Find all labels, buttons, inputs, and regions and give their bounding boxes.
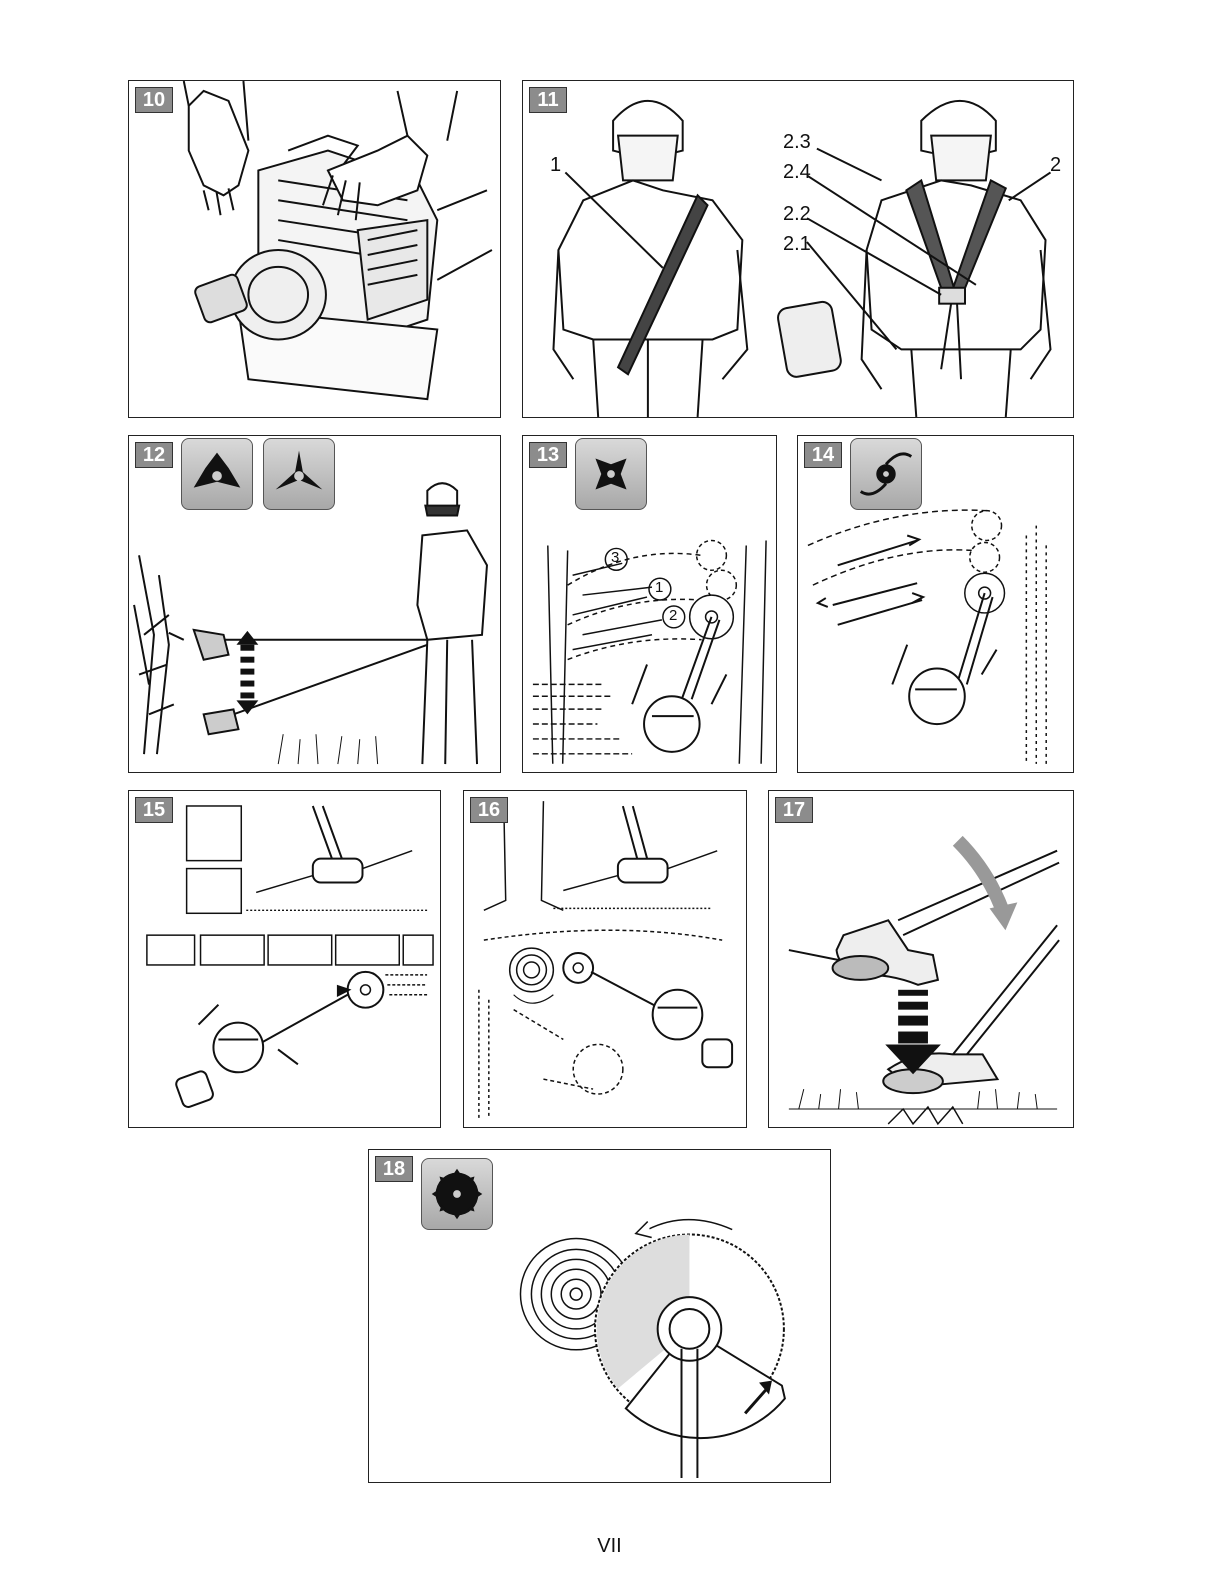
figure-number: 10 — [135, 87, 173, 113]
saw-blade-icon — [421, 1158, 493, 1230]
trimmer-head-illustration — [798, 436, 1073, 772]
callout-label: 2.3 — [783, 131, 811, 154]
callout-label: 1 — [550, 154, 561, 177]
three-tooth-blade-icon — [181, 438, 253, 510]
figure-15: 15 — [128, 790, 441, 1128]
figure-14: 14 — [797, 435, 1074, 773]
engine-handling-illustration — [129, 81, 500, 417]
figure-number: 15 — [135, 797, 173, 823]
trimming-around-tree-illustration — [464, 791, 746, 1127]
figure-number: 12 — [135, 442, 173, 468]
figure-11: 11 1 2.3 2.4 2.2 2.1 2 — [522, 80, 1074, 418]
figure-number: 16 — [470, 797, 508, 823]
step-number: 3 — [611, 549, 619, 566]
figure-16: 16 — [463, 790, 747, 1128]
trimming-near-wall-illustration — [129, 791, 440, 1127]
trimmer-line-head-icon — [850, 438, 922, 510]
callout-label: 2 — [1050, 154, 1061, 177]
figure-13: 13 3 1 2 — [522, 435, 777, 773]
figure-18: 18 — [368, 1149, 831, 1483]
figure-number: 11 — [529, 87, 567, 113]
callout-label: 2.4 — [783, 161, 811, 184]
figure-number: 13 — [529, 442, 567, 468]
figure-number: 18 — [375, 1156, 413, 1182]
step-number: 2 — [669, 607, 677, 624]
page-number: VII — [0, 1535, 1219, 1558]
four-tooth-blade-icon — [575, 438, 647, 510]
figure-17: 17 — [768, 790, 1074, 1128]
bump-feed-illustration — [769, 791, 1073, 1127]
figure-number: 17 — [775, 797, 813, 823]
callout-label: 2.2 — [783, 203, 811, 226]
four-tooth-blade-illustration — [523, 436, 776, 772]
figure-10: 10 — [128, 80, 501, 418]
three-point-blade-icon — [263, 438, 335, 510]
figure-12: 12 — [128, 435, 501, 773]
step-number: 1 — [655, 579, 663, 596]
callout-label: 2.1 — [783, 233, 811, 256]
figure-number: 14 — [804, 442, 842, 468]
